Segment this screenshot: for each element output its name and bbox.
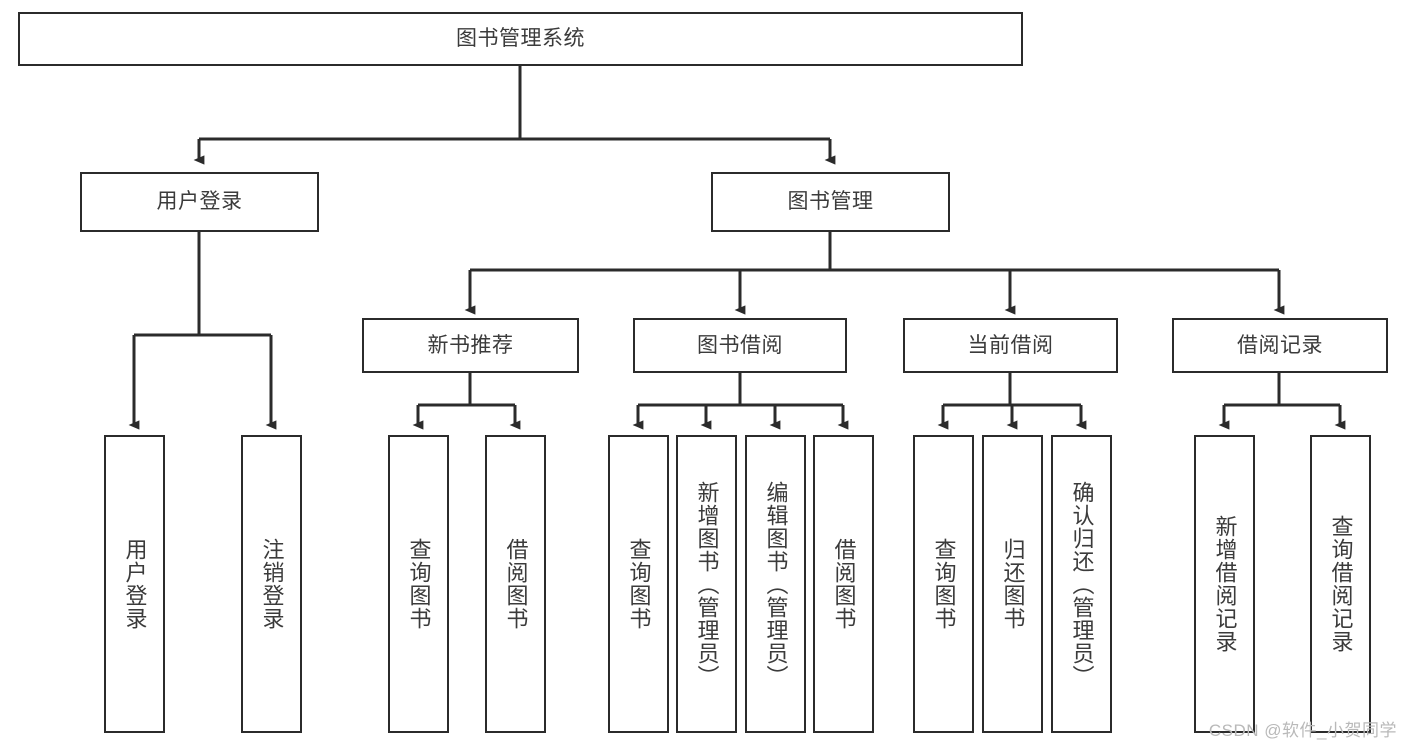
node-label: 编辑图书（管理员）: [763, 480, 789, 688]
leaf-borrow-edit-book-admin[interactable]: 编辑图书（管理员）: [745, 435, 806, 733]
leaf-borrow-add-book-admin[interactable]: 新增图书（管理员）: [676, 435, 737, 733]
node-label: 查询借阅记录: [1328, 515, 1354, 653]
node-label: 图书借阅: [697, 333, 783, 357]
node-label: 查询图书: [406, 538, 432, 630]
node-current-borrow[interactable]: 当前借阅: [903, 318, 1118, 373]
node-label: 用户登录: [122, 538, 148, 630]
node-new-book-recommend[interactable]: 新书推荐: [362, 318, 579, 373]
leaf-borrow-borrow-book[interactable]: 借阅图书: [813, 435, 874, 733]
node-label: 归还图书: [1000, 538, 1026, 630]
leaf-current-confirm-return-admin[interactable]: 确认归还（管理员）: [1051, 435, 1112, 733]
node-root-system[interactable]: 图书管理系统: [18, 12, 1023, 66]
leaf-recommend-query-book[interactable]: 查询图书: [388, 435, 449, 733]
node-label: 新增借阅记录: [1212, 515, 1238, 653]
leaf-current-query-book[interactable]: 查询图书: [913, 435, 974, 733]
node-label: 确认归还（管理员）: [1069, 480, 1095, 688]
node-label: 查询图书: [931, 538, 957, 630]
leaf-current-return-book[interactable]: 归还图书: [982, 435, 1043, 733]
node-label: 新增图书（管理员）: [694, 480, 720, 688]
leaf-user-login[interactable]: 用户登录: [104, 435, 165, 733]
leaf-record-add-record[interactable]: 新增借阅记录: [1194, 435, 1255, 733]
leaf-recommend-borrow-book[interactable]: 借阅图书: [485, 435, 546, 733]
node-borrow-record[interactable]: 借阅记录: [1172, 318, 1388, 373]
leaf-borrow-query-book[interactable]: 查询图书: [608, 435, 669, 733]
node-label: 当前借阅: [967, 333, 1054, 357]
node-user-login[interactable]: 用户登录: [80, 172, 319, 232]
leaf-record-query-record[interactable]: 查询借阅记录: [1310, 435, 1371, 733]
node-label: 图书管理: [787, 190, 874, 214]
node-label: 注销登录: [259, 538, 285, 630]
node-label: 用户登录: [156, 190, 243, 214]
node-label: 借阅记录: [1237, 333, 1323, 357]
node-book-management[interactable]: 图书管理: [711, 172, 950, 232]
node-label: 查询图书: [626, 538, 652, 630]
watermark: CSDN @软件_小贺同学: [1208, 721, 1397, 740]
node-label: 新书推荐: [427, 333, 514, 357]
leaf-user-logout[interactable]: 注销登录: [241, 435, 302, 733]
node-label: 借阅图书: [831, 538, 857, 630]
node-book-borrow[interactable]: 图书借阅: [633, 318, 847, 373]
node-label: 图书管理系统: [456, 27, 585, 51]
node-label: 借阅图书: [503, 538, 529, 630]
